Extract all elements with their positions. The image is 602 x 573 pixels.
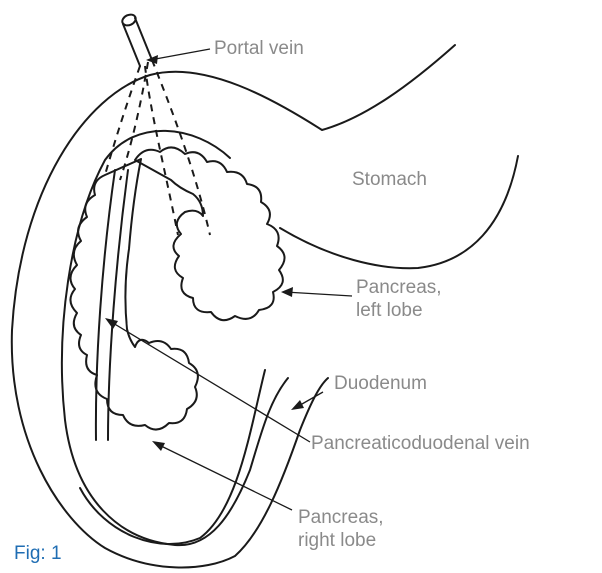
pancreas-right-lobe <box>70 159 197 430</box>
label-pancreas-right-1: Pancreas, <box>298 506 384 529</box>
label-portal-vein: Portal vein <box>214 37 304 60</box>
pancreaticoduodenal-vein-line-1 <box>96 170 115 440</box>
leader-pancreas-left <box>281 287 352 297</box>
label-pancreas-left-1: Pancreas, <box>356 276 442 299</box>
leader-portal-vein <box>146 49 210 64</box>
label-pancreas-right-2: right lobe <box>298 529 376 552</box>
label-stomach: Stomach <box>352 168 427 191</box>
label-duodenum: Duodenum <box>334 372 427 395</box>
label-pancreas-left-2: left lobe <box>356 299 423 322</box>
inner-fold <box>62 131 288 545</box>
label-pancreaticoduodenal-vein: Pancreaticoduodenal vein <box>311 432 530 455</box>
leader-pancreaticoduodenal <box>105 318 310 442</box>
leader-duodenum <box>291 392 323 410</box>
figure-label: Fig: 1 <box>14 543 62 565</box>
leader-pancreas-right <box>152 441 292 510</box>
